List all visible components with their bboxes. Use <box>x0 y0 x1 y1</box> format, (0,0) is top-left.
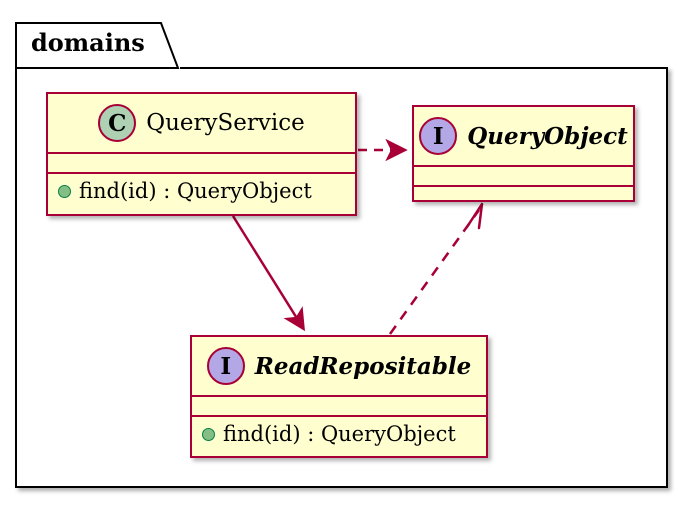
method-label: find(id) : QueryObject <box>79 179 312 203</box>
class-node-queryservice[interactable]: C QueryService find(id) : QueryObject <box>46 92 357 216</box>
compartment-divider <box>414 165 633 167</box>
class-name-label: ReadRepositable <box>254 352 472 380</box>
attributes-compartment <box>414 167 633 185</box>
class-stereotype-icon: C <box>98 104 137 142</box>
public-visibility-icon <box>202 427 215 441</box>
method-label: find(id) : QueryObject <box>223 422 456 446</box>
compartment-divider <box>192 395 486 397</box>
compartment-divider <box>48 152 355 154</box>
class-title-row: C QueryService <box>48 94 355 152</box>
interface-stereotype-icon: I <box>206 347 245 385</box>
methods-compartment <box>414 187 633 205</box>
class-node-queryobject[interactable]: I QueryObject <box>412 105 635 202</box>
class-title-row: I ReadRepositable <box>192 337 486 395</box>
compartment-divider <box>414 185 633 187</box>
public-visibility-icon <box>58 184 71 198</box>
class-title-row: I QueryObject <box>414 107 633 165</box>
methods-compartment: find(id) : QueryObject <box>48 174 355 208</box>
package-tab-shape <box>15 22 180 69</box>
package-name-label: domains <box>31 28 145 57</box>
package-tab: domains <box>15 22 180 69</box>
attributes-compartment <box>48 154 355 172</box>
compartment-divider <box>48 172 355 174</box>
interface-stereotype-icon: I <box>419 117 458 155</box>
attributes-compartment <box>192 397 486 415</box>
compartment-divider <box>192 415 486 417</box>
methods-compartment: find(id) : QueryObject <box>192 417 486 451</box>
class-name-label: QueryService <box>146 110 305 136</box>
method-row: find(id) : QueryObject <box>58 178 345 204</box>
class-node-readrepositable[interactable]: I ReadRepositable find(id) : QueryObject <box>190 335 488 458</box>
class-name-label: QueryObject <box>467 122 628 150</box>
method-row: find(id) : QueryObject <box>202 421 476 447</box>
